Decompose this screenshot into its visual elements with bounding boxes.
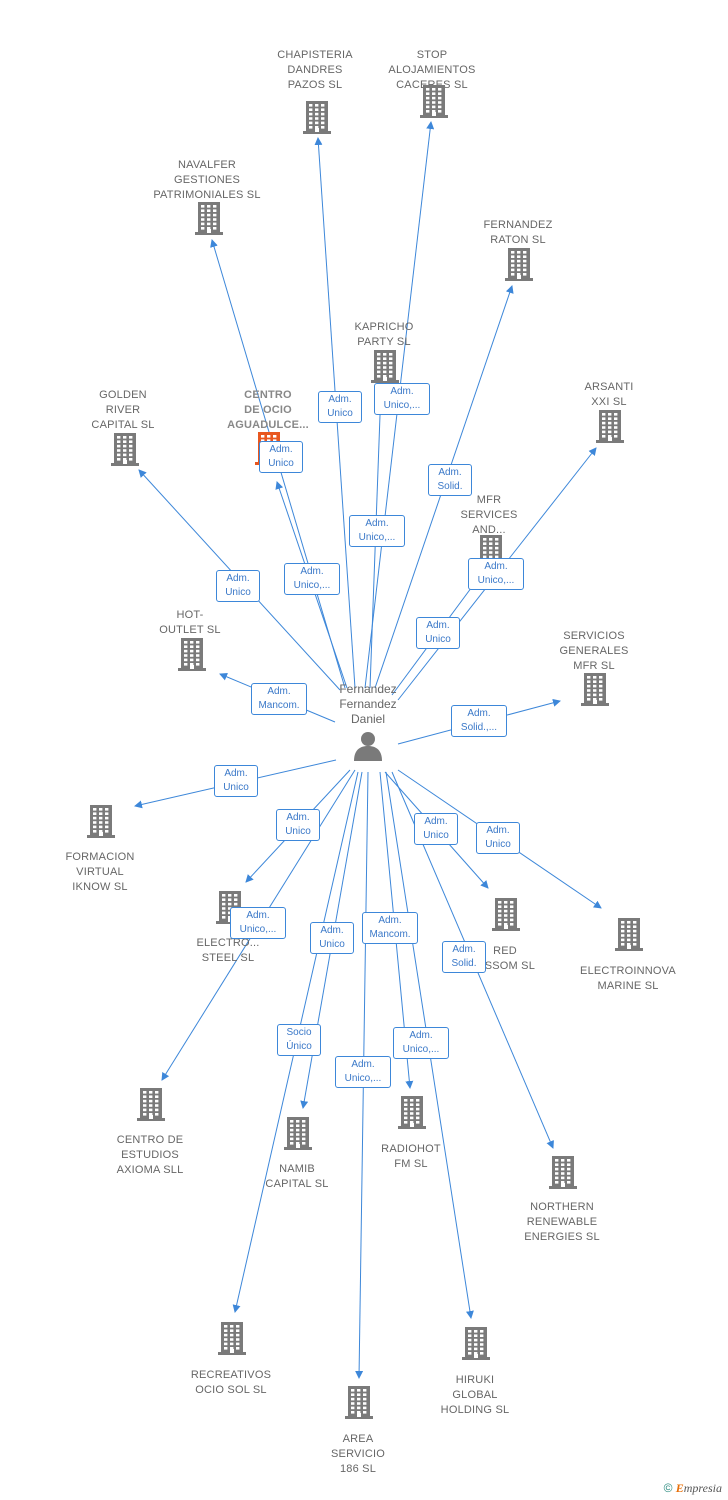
company-name: NAMIB CAPITAL SL [265,1163,329,1190]
relation-badge-hot-outlet[interactable]: Adm. Mancom. [251,683,307,715]
building-icon[interactable] [86,804,116,843]
company-name: ELECTROINNOVA MARINE SL [580,965,676,992]
company-node-formacion[interactable]: FORMACION VIRTUAL IKNOW SL [35,850,165,895]
relation-badge-northern[interactable]: Adm. Solid. [442,941,486,973]
building-icon[interactable] [217,1321,247,1360]
building-icon[interactable] [177,637,207,676]
company-name: CHAPISTERIA DANDRES PAZOS SL [277,49,353,91]
company-name: RADIOHOT FM SL [381,1143,441,1170]
company-node-hiruki[interactable]: HIRUKI GLOBAL HOLDING SL [410,1373,540,1418]
company-node-area[interactable]: AREA SERVICIO 186 SL [293,1432,423,1477]
building-icon[interactable] [461,1326,491,1365]
company-name: FORMACION VIRTUAL IKNOW SL [65,851,135,893]
company-node-axioma[interactable]: CENTRO DE ESTUDIOS AXIOMA SLL [85,1133,215,1178]
company-name: HIRUKI GLOBAL HOLDING SL [440,1374,510,1416]
relation-badge-chapisteria[interactable]: Adm. Unico [318,391,362,423]
company-name: NORTHERN RENEWABLE ENERGIES SL [524,1201,600,1243]
relation-badge-servicios-mfr[interactable]: Adm. Solid.,... [451,705,507,737]
building-icon[interactable] [419,84,449,123]
relation-badge-axioma[interactable]: Adm. Unico,... [230,907,286,939]
company-name: AREA SERVICIO 186 SL [331,1433,385,1475]
person-node[interactable]: Fernandez Fernandez Daniel [318,682,418,766]
relation-badge-electroinnova[interactable]: Adm. Unico [476,822,520,854]
relation-badge-navalfer[interactable]: Adm. Unico,... [284,563,340,595]
company-name: STOP ALOJAMIENTOS CACERES SL [388,49,476,91]
building-icon[interactable] [504,247,534,286]
brand-logo: Empresia [675,1481,722,1495]
company-node-stop[interactable]: STOP ALOJAMIENTOS CACERES SL [367,48,497,93]
relation-badge-arsanti[interactable]: Adm. Unico,... [468,558,524,590]
building-icon[interactable] [595,409,625,448]
relation-badge-recreativos[interactable]: Socio Único [277,1024,321,1056]
company-node-recreativos[interactable]: RECREATIVOS OCIO SOL SL [166,1368,296,1398]
company-node-golden[interactable]: GOLDEN RIVER CAPITAL SL [58,388,188,433]
company-name: MFR SERVICES AND... [460,494,518,536]
company-name: SERVICIOS GENERALES MFR SL [559,630,629,672]
relation-badge-red-blossom[interactable]: Adm. Unico [414,813,458,845]
person-name: Fernandez Fernandez Daniel [339,682,397,726]
building-icon[interactable] [344,1385,374,1424]
building-icon[interactable] [548,1155,578,1194]
company-name: FERNANDEZ RATON SL [483,219,553,246]
relation-badge-hiruki[interactable]: Adm. Mancom. [362,912,418,944]
relation-badge-golden[interactable]: Adm. Unico [216,570,260,602]
building-icon[interactable] [491,897,521,936]
company-node-chapisteria[interactable]: CHAPISTERIA DANDRES PAZOS SL [250,48,380,93]
company-node-namib[interactable]: NAMIB CAPITAL SL [232,1162,362,1192]
company-node-kapricho[interactable]: KAPRICHO PARTY SL [319,320,449,350]
company-node-electroinnova[interactable]: ELECTROINNOVA MARINE SL [563,964,693,994]
building-icon[interactable] [136,1087,166,1126]
relation-badge-stop[interactable]: Adm. Unico,... [374,383,430,415]
company-node-radiohot[interactable]: RADIOHOT FM SL [346,1142,476,1172]
footer-brand: © Empresia [664,1481,722,1496]
relation-badge-electro-steel[interactable]: Adm. Unico [276,809,320,841]
relation-badge-kapricho[interactable]: Adm. Unico,... [349,515,405,547]
company-name: ARSANTI XXI SL [584,381,634,408]
relation-badge-area[interactable]: Adm. Unico,... [335,1056,391,1088]
company-name: RECREATIVOS OCIO SOL SL [190,1369,272,1396]
building-icon[interactable] [283,1116,313,1155]
company-name: HOT- OUTLET SL [159,609,221,636]
company-name: GOLDEN RIVER CAPITAL SL [91,389,155,431]
relation-badge-namib[interactable]: Adm. Unico [310,922,354,954]
building-icon[interactable] [580,672,610,711]
building-icon[interactable] [302,100,332,139]
company-node-centro-ocio[interactable]: CENTRO DE OCIO AGUADULCE... [203,388,333,433]
building-icon[interactable] [110,432,140,471]
company-node-electro-steel[interactable]: ELECTRO... STEEL SL [163,936,293,966]
company-node-fernandez-raton[interactable]: FERNANDEZ RATON SL [453,218,583,248]
building-icon[interactable] [194,201,224,240]
company-node-hot-outlet[interactable]: HOT- OUTLET SL [125,608,255,638]
person-icon [354,732,382,761]
company-node-mfr-services[interactable]: MFR SERVICES AND... [424,493,554,538]
relation-badge-mfr-services[interactable]: Adm. Unico [416,617,460,649]
company-name: CENTRO DE ESTUDIOS AXIOMA SLL [116,1134,184,1176]
relation-badge-centro-ocio[interactable]: Adm. Unico [259,441,303,473]
building-icon[interactable] [397,1095,427,1134]
company-name: NAVALFER GESTIONES PATRIMONIALES SL [153,159,261,201]
company-name: CENTRO DE OCIO AGUADULCE... [227,389,309,431]
company-name: ELECTRO... STEEL SL [196,937,260,964]
company-node-servicios-mfr[interactable]: SERVICIOS GENERALES MFR SL [529,629,659,674]
building-icon[interactable] [614,917,644,956]
relation-badge-radiohot[interactable]: Adm. Unico,... [393,1027,449,1059]
company-node-arsanti[interactable]: ARSANTI XXI SL [544,380,674,410]
company-name: KAPRICHO PARTY SL [354,321,414,348]
relation-badge-fernandez-raton[interactable]: Adm. Solid. [428,464,472,496]
copyright-symbol: © [663,1481,673,1495]
company-node-navalfer[interactable]: NAVALFER GESTIONES PATRIMONIALES SL [142,158,272,203]
building-icon[interactable] [370,349,400,388]
company-node-northern[interactable]: NORTHERN RENEWABLE ENERGIES SL [497,1200,627,1245]
relation-badge-formacion[interactable]: Adm. Unico [214,765,258,797]
